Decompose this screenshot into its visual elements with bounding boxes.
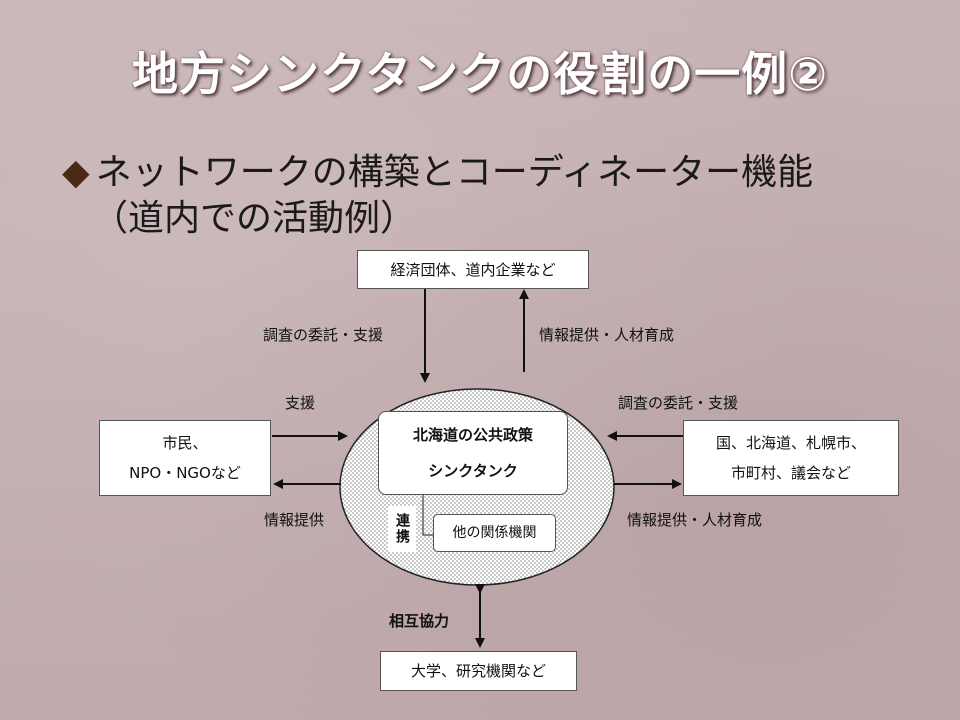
- box-business-groups: 経済団体、道内企業など: [357, 250, 589, 289]
- box-other-orgs: 他の関係機関: [433, 514, 556, 552]
- label-top-right: 情報提供・人材育成: [539, 326, 675, 344]
- bullet-line-2: （道内での活動例）: [92, 198, 417, 239]
- government-line-2: 市町村、議会など: [730, 464, 851, 482]
- slide-title: 地方シンクタンクの役割の一例②: [131, 47, 829, 101]
- label-top-left: 調査の委託・支援: [263, 326, 384, 344]
- diamond-bullet-icon: ◆: [62, 152, 90, 193]
- label-left-top: 支援: [285, 394, 316, 412]
- citizens-line-2: NPO・NGOなど: [129, 464, 241, 482]
- government-line-1: 国、北海道、札幌市、: [715, 434, 866, 452]
- label-right-top: 調査の委託・支援: [618, 394, 739, 412]
- label-bottom: 相互協力: [389, 612, 450, 630]
- bullet-line-1: ネットワークの構築とコーディネーター機能: [95, 152, 814, 193]
- box-universities: 大学、研究機関など: [380, 651, 577, 691]
- bullet-text: ◆ネットワークの構築とコーディネーター機能 （道内での活動例）: [62, 150, 813, 242]
- label-left-bottom: 情報提供: [264, 511, 325, 529]
- think-tank-line-2: シンクタンク: [428, 462, 518, 480]
- citizens-line-1: 市民、: [162, 434, 208, 452]
- connector-line: [422, 493, 433, 536]
- box-think-tank: 北海道の公共政策 シンクタンク: [378, 411, 568, 495]
- box-government: 国、北海道、札幌市、 市町村、議会など: [683, 420, 899, 496]
- box-citizens: 市民、 NPO・NGOなど: [99, 420, 271, 496]
- label-right-bottom: 情報提供・人材育成: [627, 511, 763, 529]
- renkei-label: 連携: [388, 506, 416, 552]
- think-tank-line-1: 北海道の公共政策: [412, 426, 533, 444]
